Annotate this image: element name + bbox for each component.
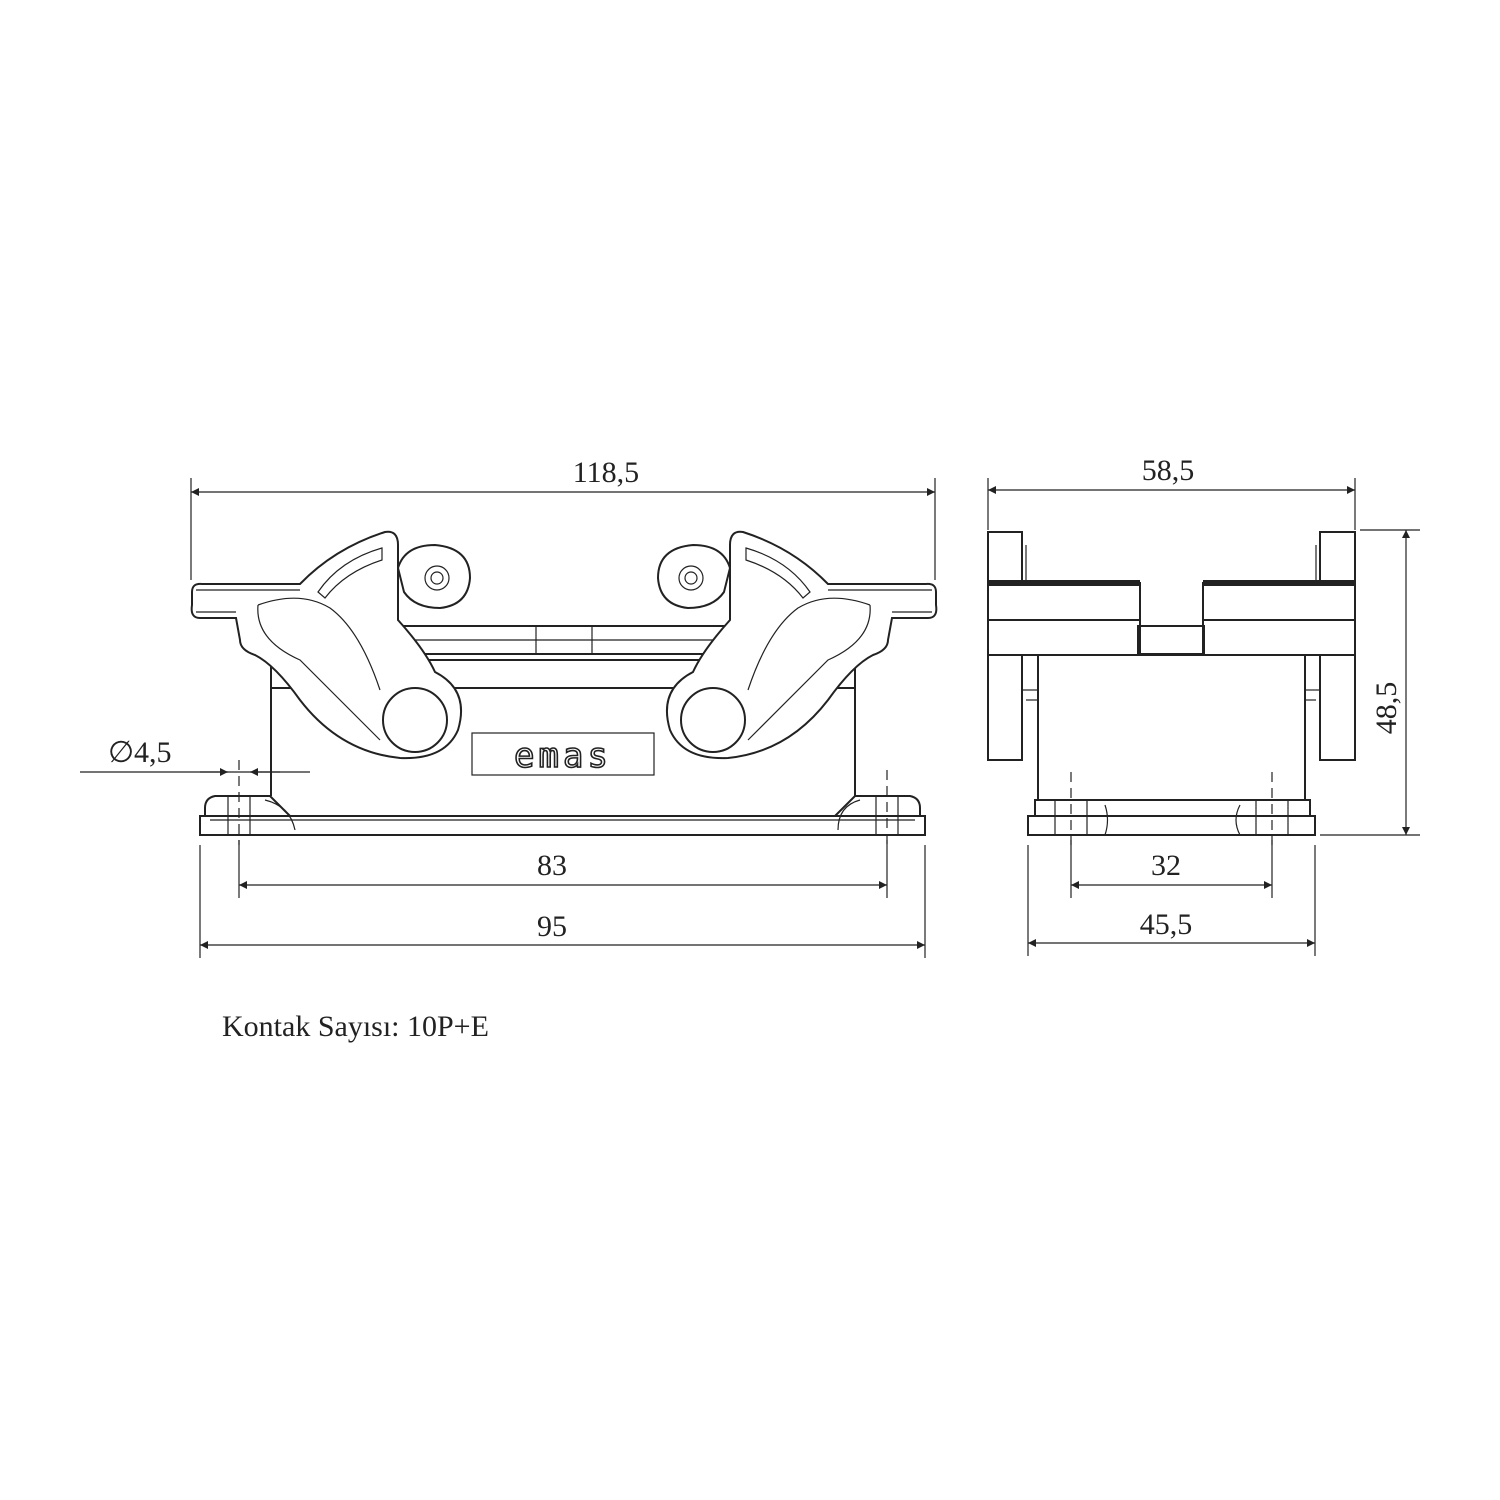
side-housing-body <box>1037 654 1306 800</box>
hole-diameter-dimension: ∅ 4,5 <box>80 736 310 776</box>
front-left-pivot <box>382 687 448 753</box>
dim-hole-diameter: 4,5 <box>134 736 172 769</box>
front-right-pivot <box>680 687 746 753</box>
front-right-mount-ear <box>834 795 921 817</box>
side-right-flange-bottom <box>1319 655 1356 761</box>
side-base-width-dimension: 45,5 <box>1027 845 1316 956</box>
front-hole-spacing-dimension: 83 <box>238 840 888 898</box>
brand-logo: emas <box>514 736 612 776</box>
dim-front-overall-width: 118,5 <box>573 456 639 489</box>
side-left-flange-bottom <box>987 655 1023 761</box>
diameter-symbol: ∅ <box>108 736 134 769</box>
front-right-lever <box>665 530 938 760</box>
side-right-flange-top <box>1319 531 1356 583</box>
front-base-plate <box>199 815 926 836</box>
front-housing-body <box>270 659 856 796</box>
logo-frame <box>471 732 655 776</box>
front-right-roller <box>656 543 732 610</box>
dim-side-hole-spacing: 32 <box>1151 849 1181 882</box>
side-height-dimension: 48,5 <box>1320 529 1420 836</box>
side-hole-spacing-dimension: 32 <box>1070 840 1273 898</box>
front-left-roller <box>396 543 472 610</box>
side-base-plate <box>1027 815 1316 836</box>
dim-side-overall-width: 58,5 <box>1142 454 1195 487</box>
side-overall-width-dimension: 58,5 <box>987 454 1356 530</box>
dim-front-base-width: 95 <box>537 910 567 943</box>
side-view <box>987 531 1356 845</box>
front-overall-width-dimension: 118,5 <box>190 456 936 580</box>
front-left-lever <box>190 530 463 760</box>
dim-side-height: 48,5 <box>1370 682 1403 735</box>
front-view: emas <box>190 530 938 845</box>
dim-side-base-width: 45,5 <box>1140 908 1193 941</box>
contact-count-caption: Kontak Sayısı: 10P+E <box>222 1010 489 1043</box>
front-left-mount-ear <box>204 795 291 817</box>
dim-front-hole-spacing: 83 <box>537 849 567 882</box>
front-base-width-dimension: 95 <box>199 845 926 958</box>
side-left-flange-top <box>987 531 1023 583</box>
